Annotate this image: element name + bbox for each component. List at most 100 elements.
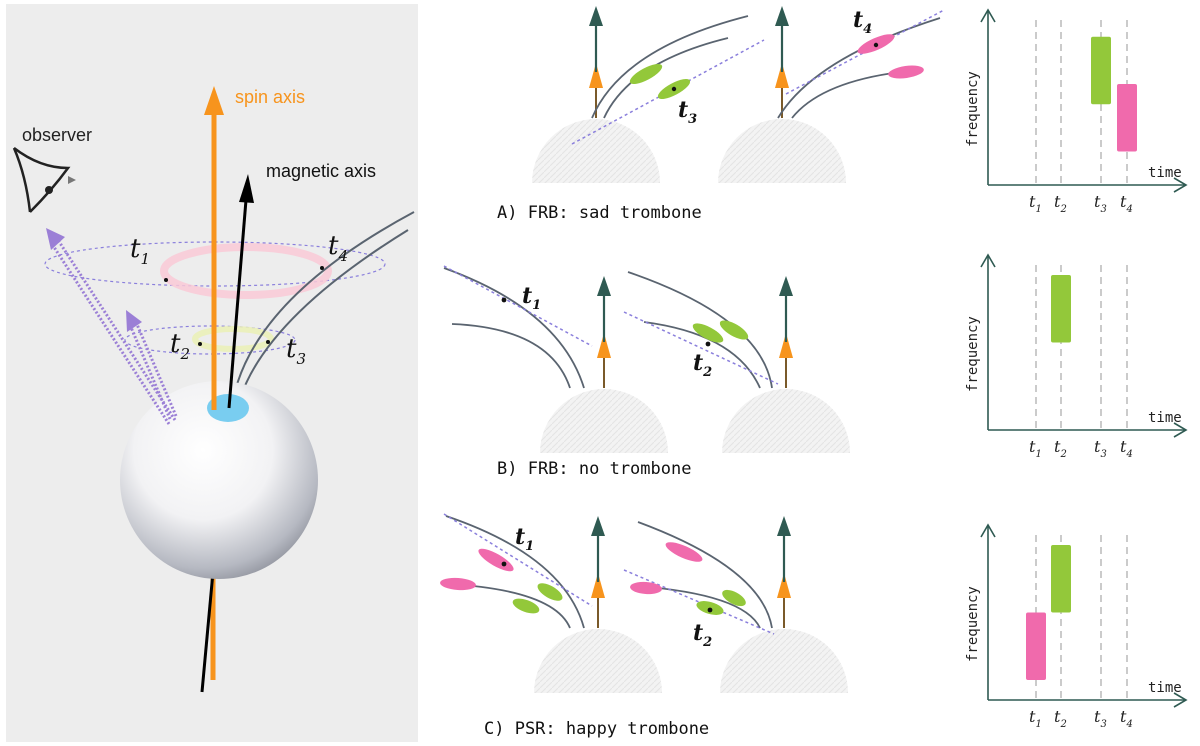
- emission-blob-green: [722, 589, 746, 607]
- time-label-t3: t3: [678, 97, 697, 127]
- emission-blob-pink: [888, 65, 924, 79]
- tick-label: t2: [1054, 437, 1067, 460]
- polar-cap: [207, 394, 249, 422]
- star-dome: [720, 629, 848, 693]
- x-axis-arrowhead: [1173, 177, 1188, 193]
- magnetic-axis-arrowhead: [777, 516, 791, 536]
- spin-axis-arrowhead: [777, 573, 791, 598]
- time-point-dot: [198, 342, 202, 346]
- y-axis-label: frequency: [965, 586, 981, 662]
- beam-path-ellipse-inner: [124, 325, 296, 355]
- sight-line: [623, 311, 779, 385]
- time-point-dot: [671, 86, 677, 92]
- tick-label: t1: [1029, 437, 1042, 460]
- emission-blob-pink: [478, 548, 514, 572]
- time-label-t2: t2: [693, 350, 712, 380]
- x-axis-arrowhead: [1173, 692, 1188, 708]
- magnetic-axis-label: magnetic axis: [266, 161, 376, 181]
- magnetic-axis-arrowhead: [597, 276, 611, 296]
- emission-blob-green: [629, 64, 663, 84]
- field-line: [445, 515, 585, 629]
- scenario-unit: [623, 516, 848, 693]
- tick-label: t4: [1120, 192, 1133, 215]
- tick-label: t2: [1054, 192, 1067, 215]
- magnetic-axis-lower: [200, 571, 215, 693]
- time-label-t4: t4: [328, 231, 348, 265]
- frequency-bar: [1051, 275, 1071, 343]
- frequency-bar: [1051, 545, 1071, 613]
- star-dome: [532, 119, 660, 183]
- scenario-unit: [440, 513, 662, 693]
- frequency-bar: [1026, 612, 1046, 680]
- time-label-t1: t1: [515, 524, 534, 554]
- sight-line: [443, 513, 593, 607]
- emission-blob-green: [692, 323, 724, 343]
- time-point-dot: [501, 561, 507, 567]
- time-point-dot: [707, 607, 713, 613]
- y-axis-arrowhead: [980, 8, 996, 23]
- y-axis-arrowhead: [980, 253, 996, 268]
- emission-blob-pink: [440, 577, 476, 591]
- tick-label: t3: [1094, 192, 1107, 215]
- field-line: [591, 15, 749, 119]
- x-axis-label: time: [1148, 680, 1182, 696]
- x-axis-arrowhead: [1173, 422, 1188, 438]
- field-line: [237, 229, 409, 406]
- time-label-t1: t1: [130, 234, 150, 268]
- time-label-t2: t2: [170, 329, 190, 363]
- time-point-dot: [266, 340, 270, 344]
- star-dome: [540, 389, 668, 453]
- emission-blob-green: [719, 320, 749, 340]
- magnetic-axis-arrowhead: [591, 516, 605, 536]
- field-line: [603, 37, 729, 119]
- spin-axis-arrowhead: [779, 333, 793, 358]
- left-panel: observer spin axis magnetic axis: [6, 4, 418, 742]
- tick-label: t1: [1029, 192, 1042, 215]
- spin-axis-label: spin axis: [235, 87, 305, 107]
- time-label-t1: t1: [522, 283, 541, 313]
- frequency-bar: [1117, 84, 1137, 152]
- spin-axis-arrowhead: [204, 86, 224, 115]
- tick-label: t2: [1054, 707, 1067, 730]
- observer-label: observer: [22, 125, 92, 145]
- emission-blob-pink: [630, 581, 662, 595]
- field-line: [443, 267, 585, 389]
- magnetic-axis-arrowhead: [239, 174, 254, 203]
- frequency-bar: [1091, 36, 1111, 105]
- tick-label: t3: [1094, 707, 1107, 730]
- field-line: [451, 323, 571, 389]
- star-dome: [718, 119, 846, 183]
- emission-ring-pink: [160, 243, 332, 299]
- y-axis-arrowhead: [980, 523, 996, 538]
- time-point-dot: [705, 341, 711, 347]
- observer-eye-icon: [12, 147, 76, 213]
- tick-label: t4: [1120, 437, 1133, 460]
- scenario-unit: [443, 265, 668, 453]
- y-axis-label: frequency: [965, 71, 981, 147]
- emission-blob-pink: [665, 542, 703, 562]
- magnetic-axis-arrowhead: [779, 276, 793, 296]
- field-line: [231, 211, 415, 406]
- star-dome: [534, 629, 662, 693]
- time-label-t2: t2: [693, 620, 712, 650]
- emission-blob-green: [537, 583, 563, 601]
- y-axis-label: frequency: [965, 316, 981, 392]
- beam-arrow-outer: [46, 228, 177, 425]
- scenario-unit: [718, 6, 945, 183]
- spin-axis-arrowhead: [589, 63, 603, 88]
- emission-blob-green: [512, 598, 540, 614]
- scenario-caption: A) FRB: sad trombone: [497, 203, 702, 223]
- time-label-t3: t3: [286, 334, 306, 368]
- scenario-unit: [623, 271, 850, 453]
- magnetic-axis: [227, 199, 248, 409]
- spin-axis-arrowhead: [597, 333, 611, 358]
